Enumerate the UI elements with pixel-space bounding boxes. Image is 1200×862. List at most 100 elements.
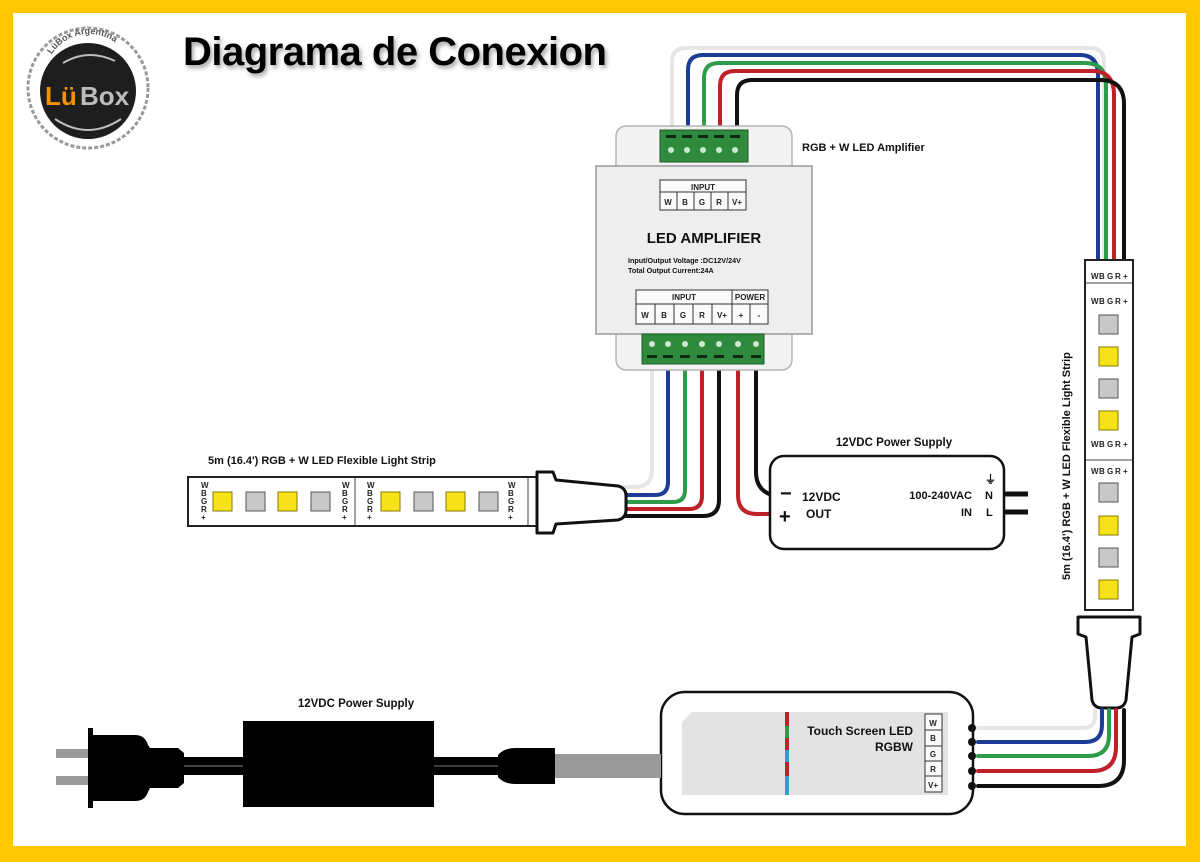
pad-label: W — [1091, 467, 1099, 476]
horizontal-strip-connector[interactable] — [535, 470, 628, 535]
pad-label: W — [1091, 440, 1099, 449]
amplifier-output-pin-table: INPUT W B G R V+ — [659, 179, 747, 211]
output-pin-g: G — [699, 198, 705, 207]
horizontal-strip-caption: 5m (16.4') RGB + W LED Flexible Light St… — [208, 455, 436, 467]
pad-label: B — [367, 489, 373, 498]
wire-red-power — [736, 360, 772, 516]
pad-label: R — [1115, 440, 1121, 449]
pad-label: + — [342, 513, 347, 522]
wire-black — [622, 360, 721, 518]
controller-pin-w: W — [929, 719, 937, 728]
led-chip-grey — [1098, 378, 1119, 399]
wire-blue — [976, 708, 1104, 744]
input-pin-vplus: V+ — [717, 311, 727, 320]
pad-label: R — [201, 505, 207, 514]
pad-label: W — [508, 481, 516, 490]
logo-brand-lu: Lü — [45, 81, 77, 111]
psu-plus-symbol: + — [779, 506, 791, 528]
pad-label: G — [508, 497, 514, 506]
wire-blue — [622, 360, 670, 497]
strip-solder-pads: W B G R + W B G R + W B G R + W B G R + — [201, 481, 516, 522]
psu-small[interactable]: − + 12VDC OUT 100-240VAC IN ⏚ N L — [768, 454, 1028, 551]
plug-prong — [56, 749, 88, 758]
wires-amp-to-left-strip — [622, 360, 721, 518]
pad-label: G — [367, 497, 373, 506]
controller-pin-b: B — [930, 734, 936, 743]
wire-black — [976, 708, 1126, 788]
led-chip-grey — [478, 491, 499, 512]
amplifier-spec-voltage: Input/Output Voltage :DC12V/24V — [628, 256, 741, 265]
horizontal-led-strip[interactable]: W B G R + W B G R + W B G R + W B G R + — [187, 476, 541, 527]
vertical-led-strip[interactable]: W B G R + W B G R + W B G R + W B G R + — [1084, 259, 1134, 611]
led-chip-yellow — [445, 491, 466, 512]
wires-amp-to-vertical-strip — [670, 46, 1126, 264]
psu-out-voltage: 12VDC — [802, 490, 841, 504]
pad-label: G — [1107, 467, 1113, 476]
diagram-canvas: INPUT W B G R V+ LED AMPLIFIER Input/Out… — [13, 13, 1186, 846]
led-chip-grey — [310, 491, 331, 512]
wire-white — [670, 46, 1106, 264]
wire-black — [735, 78, 1126, 264]
input-pin-b: B — [661, 311, 667, 320]
wiring-diagram: INPUT W B G R V+ LED AMPLIFIER Input/Out… — [56, 46, 1142, 816]
strip-segment-1-leds — [212, 491, 331, 512]
led-amplifier[interactable]: INPUT W B G R V+ LED AMPLIFIER Input/Out… — [595, 125, 813, 371]
amplifier-spec-current: Total Output Current:24A — [628, 266, 714, 275]
input-pin-w: W — [641, 311, 649, 320]
wire-green — [622, 360, 687, 504]
led-chip-yellow — [1098, 410, 1119, 431]
touch-screen-controller[interactable]: Touch Screen LED RGBW W B G R V+ — [659, 690, 976, 816]
pad-label: G — [201, 497, 207, 506]
led-chip-yellow — [212, 491, 233, 512]
pad-label: R — [1115, 297, 1121, 306]
psu-out-label: OUT — [806, 507, 832, 521]
pad-label: W — [342, 481, 350, 490]
pad-label: B — [201, 489, 207, 498]
pad-label: + — [1123, 297, 1128, 306]
psu-brick[interactable] — [243, 721, 434, 807]
wire-white — [622, 360, 654, 489]
page-title: Diagrama de Conexion — [183, 30, 607, 74]
input-pin-g: G — [680, 311, 686, 320]
power-pin-minus: - — [758, 311, 761, 320]
pad-label: + — [1123, 467, 1128, 476]
pad-label: G — [1107, 272, 1113, 281]
wire-green — [976, 708, 1111, 758]
ac-plug[interactable] — [56, 728, 244, 808]
psu-terminal-n: N — [985, 490, 993, 502]
pad-label: R — [508, 505, 514, 514]
controller-subtitle: RGBW — [875, 740, 914, 754]
pad-label: + — [1123, 440, 1128, 449]
psu-in-label: IN — [961, 507, 972, 519]
logo-brand-box: Box — [80, 81, 130, 111]
amplifier-input-terminal[interactable] — [641, 333, 765, 365]
power-pin-plus: + — [739, 311, 744, 320]
led-chip-grey — [245, 491, 266, 512]
pad-label: G — [1107, 297, 1113, 306]
rgb-divider-stripe — [785, 712, 789, 795]
amplifier-output-terminal[interactable] — [659, 129, 749, 163]
vertical-strip-connector[interactable] — [1076, 615, 1142, 710]
led-chip-yellow — [1098, 515, 1119, 536]
led-chip-yellow — [1098, 579, 1119, 600]
psu-brick-caption: 12VDC Power Supply — [298, 698, 415, 710]
input-table-header: INPUT — [672, 293, 696, 302]
output-pin-w: W — [664, 198, 672, 207]
pad-label: + — [367, 513, 372, 522]
vertical-strip-caption: 5m (16.4') RGB + W LED Flexible Light St… — [1061, 352, 1073, 580]
input-pin-r: R — [699, 311, 705, 320]
dc-cable[interactable] — [434, 748, 661, 784]
vertical-strip-leds — [1098, 314, 1119, 600]
led-chip-grey — [413, 491, 434, 512]
ground-icon: ⏚ — [985, 473, 996, 486]
pad-label: B — [1099, 272, 1105, 281]
output-table-header: INPUT — [691, 183, 715, 192]
pad-label: G — [1107, 440, 1113, 449]
pad-label: B — [508, 489, 514, 498]
output-pin-vplus: V+ — [732, 198, 742, 207]
pad-label: B — [342, 489, 348, 498]
led-chip-grey — [1098, 482, 1119, 503]
psu-in-voltage: 100-240VAC — [909, 490, 972, 502]
amplifier-name: LED AMPLIFIER — [647, 230, 762, 247]
controller-wire-grommets — [968, 724, 976, 790]
